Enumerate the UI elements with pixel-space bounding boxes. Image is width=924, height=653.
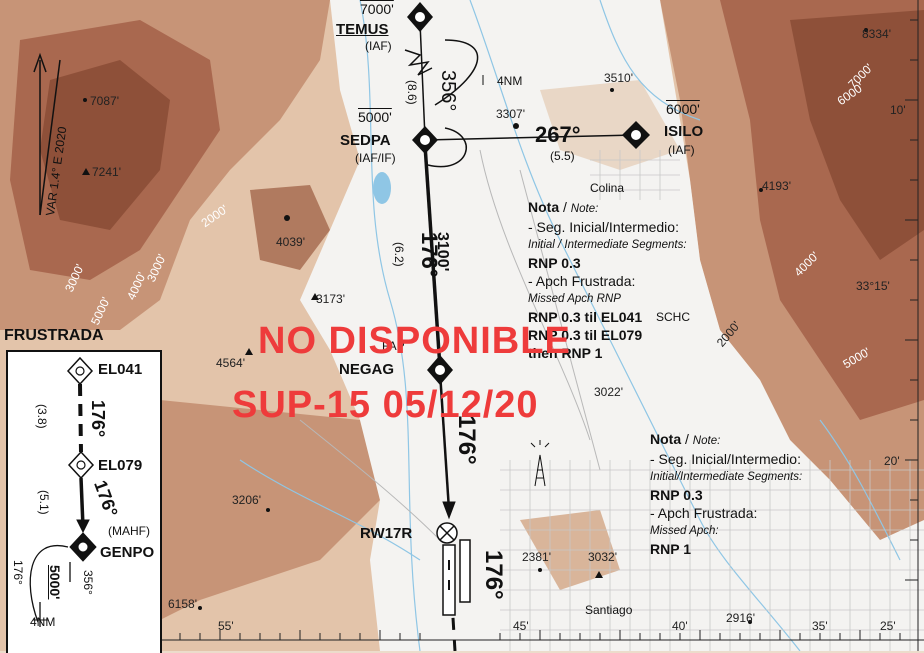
elevation-label: 2916' [726,611,755,625]
note1-title: Nota [528,199,560,215]
place-santiago: Santiago [585,603,633,617]
runway-course: 176° [480,550,507,600]
elevation-label: 4564' [216,356,245,370]
sedpa-negag-course: 176° [417,232,442,278]
elevation-label: 3173' [316,292,345,306]
rw17r-name: RW17R [360,525,413,542]
lake [373,172,391,204]
note1-title-en: Note: [570,203,599,215]
temus-name: TEMUS [336,21,389,38]
isilo-sedpa-course: 267° [535,122,581,147]
longitude-label: 55' [218,619,234,633]
note1-line1-en: Initial / Intermediate Segments: [528,239,687,251]
not-available-stamp: NO DISPONIBLE [258,320,571,362]
latitude-label: 33°15' [856,279,890,293]
note2-line3-en: Missed Apch: [650,525,719,537]
latitude-label: 10' [890,103,906,117]
note2-line1-en: Initial/Intermediate Segments: [650,471,803,483]
note1-line3: - Apch Frustrada: [528,273,636,289]
latitude-label: 20' [884,454,900,468]
waypoint-rw17r-icon [436,522,458,544]
note2-line4: RNP 1 [650,541,691,557]
magnetic-variation-arrow [33,52,61,216]
temus-altitude: 7000' [360,1,394,17]
isilo-altitude: 6000' [666,101,700,117]
temus-sedpa-course: 356° [437,70,459,112]
elevation-label: 7241' [92,165,121,179]
missed-hold-inbound: 176° [11,560,25,585]
elevation-label: 2381' [522,550,551,564]
elevation-label: 6158' [168,597,197,611]
note2-line3: - Apch Frustrada: [650,505,758,521]
note1-line2: RNP 0.3 [528,255,581,271]
elevation-label: 4039' [276,235,305,249]
note2-title: Nota [650,431,682,447]
elevation-label: 3206' [232,493,261,507]
longitude-label: 40' [672,619,688,633]
elevation-label: 3307' [496,107,525,121]
el079-name: EL079 [98,457,143,474]
negag-name: NEGAG [339,361,395,378]
waypoint-temus-icon [407,2,433,32]
note2-line2: RNP 0.3 [650,487,703,503]
el041-el079-distance: (3.8) [35,404,49,429]
note2-line1: - Seg. Inicial/Intermedio: [650,451,801,467]
el041-name: EL041 [98,361,143,378]
sedpa-negag-distance: (6.2) [392,242,406,267]
genpo-role: (MAHF) [108,524,150,538]
missed-hold-leg: 4NM [30,615,56,629]
note1-line3-en: Missed Apch RNP [528,293,621,305]
el079-genpo-distance: (5.1) [37,490,51,515]
note2-title-en: Note: [692,435,721,447]
note1-line4: RNP 0.3 til EL041 [528,309,643,325]
elevation-label: 7087' [90,94,119,108]
elevation-label: 8334' [862,27,891,41]
sedpa-altitude: 5000' [358,109,392,125]
isilo-role: (IAF) [668,143,695,157]
isilo-name: ISILO [664,123,704,140]
waypoint-sedpa-icon [412,126,438,154]
antenna-icon [530,440,550,487]
elevation-label: 4193' [762,179,791,193]
note-box-2: Nota / Note: - Seg. Inicial/Intermedio: … [650,431,803,557]
sedpa-name: SEDPA [340,132,391,149]
longitude-label: 25' [880,619,896,633]
missed-approach-inset [6,350,162,653]
longitude-label: 35' [812,619,828,633]
waypoint-negag-icon [427,355,453,385]
elevation-label: 3022' [594,385,623,399]
elevation-label: 3032' [588,550,617,564]
place-schc: SCHC [656,310,691,324]
isilo-sedpa-distance: (5.5) [550,149,575,163]
note1-line6: then RNP 1 [528,345,603,361]
note1-line5: RNP 0.3 til EL079 [528,327,643,343]
note1-line1: - Seg. Inicial/Intermedio: [528,219,679,235]
note-box-1: Nota / Note: - Seg. Inicial/Intermedio: … [528,199,687,361]
genpo-name: GENPO [100,544,155,561]
city-grid [500,150,924,651]
temus-sedpa-distance: (8.6) [405,80,419,105]
sedpa-role: (IAF/IF) [355,151,396,165]
sup-stamp: SUP-15 05/12/20 [232,384,539,426]
missed-hold-outbound: 356° [81,570,95,595]
holding-leg-length: 4NM [497,74,523,88]
negag-role: FAP [382,339,405,353]
elevation-label: 3510' [604,71,633,85]
temus-role: (IAF) [365,39,392,53]
missed-hold-altitude: 5000' [47,565,63,600]
waypoint-isilo-icon [622,121,650,149]
longitude-label: 45' [513,619,529,633]
place-colina: Colina [590,181,625,195]
el041-el079-course: 176° [88,400,108,438]
missed-approach-title: FRUSTRADA [4,327,104,344]
